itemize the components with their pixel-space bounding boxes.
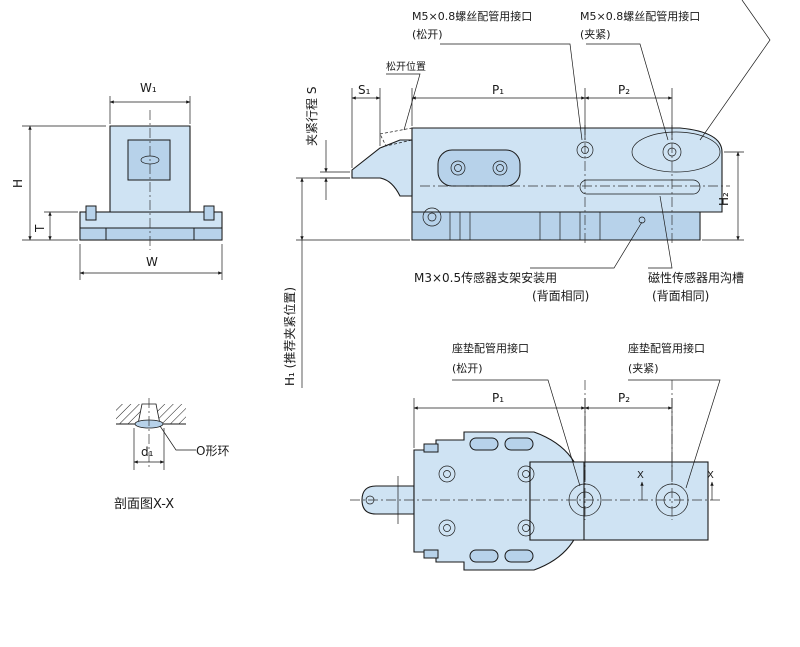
top-view <box>350 379 721 571</box>
clamp-jaw <box>351 139 413 197</box>
side-view <box>296 0 771 388</box>
side-base <box>411 211 701 241</box>
p1-label: P₁ <box>492 83 504 97</box>
magnetic-sensor-groove <box>579 179 701 195</box>
release-position-label: 松开位置 <box>386 60 426 73</box>
pad-clamp-leader <box>628 379 721 489</box>
x-mark-1: X <box>637 470 644 481</box>
top-pin-lower <box>423 549 439 559</box>
side-ribs <box>449 212 601 240</box>
h1-label: H₁ (推荐夹紧位置) <box>282 287 297 386</box>
port-open-leader <box>440 43 583 141</box>
s1-label: S₁ <box>358 83 371 97</box>
pad-open-sublabel: (松开) <box>452 361 483 375</box>
front-bolt-left <box>85 205 97 221</box>
port-clamp-label: M5×0.8螺丝配管用接口 <box>580 9 700 23</box>
cam-slot <box>437 149 521 187</box>
sensor-bracket-label: M3×0.5传感器支架安装用 <box>414 270 557 285</box>
magnetic-groove-label: 磁性传感器用沟槽 <box>648 270 744 285</box>
top-slot-2 <box>504 437 534 451</box>
section-title: 剖面图X-X <box>114 497 174 512</box>
port-clamp-highlight <box>631 131 721 173</box>
h2-label: H₂ <box>717 192 731 206</box>
o-ring-leader <box>159 425 196 451</box>
release-position-outline <box>379 127 413 147</box>
slot-hole-left <box>450 160 466 176</box>
top-slot-3 <box>469 549 499 563</box>
top-slot-1 <box>469 437 499 451</box>
sensor-bracket-sublabel: (背面相同) <box>532 289 589 303</box>
release-position-leader <box>386 73 421 131</box>
pad-clamp-label: 座垫配管用接口 <box>628 341 705 355</box>
magnetic-groove-sublabel: (背面相同) <box>652 289 709 303</box>
port-clamp-leader <box>586 43 669 141</box>
section-view <box>116 398 196 470</box>
t-label: T <box>33 224 47 233</box>
d1-label: d₁ <box>141 445 154 459</box>
port-open-label: M5×0.8螺丝配管用接口 <box>412 9 532 23</box>
top-slot-4 <box>504 549 534 563</box>
p2-label: P₂ <box>618 83 630 97</box>
sensor-bracket-leader <box>530 221 643 269</box>
pivot-pin <box>422 207 442 227</box>
top-p2-label: P₂ <box>618 391 630 405</box>
x-mark-2: X <box>707 470 714 481</box>
top-mount-holes <box>438 465 535 537</box>
front-slot <box>127 139 171 181</box>
port-clamp-sublabel: (夹紧) <box>580 28 611 41</box>
slot-hole-right <box>492 160 508 176</box>
stroke-label: 夹紧行程 S <box>304 87 319 146</box>
front-bolt-right <box>203 205 215 221</box>
top-p1-label: P₁ <box>492 391 504 405</box>
pad-open-label: 座垫配管用接口 <box>452 341 529 355</box>
sensor-bracket-screw <box>638 216 646 224</box>
w-label: W <box>146 255 158 269</box>
front-view <box>22 96 223 280</box>
pad-open-leader <box>452 379 581 487</box>
magnetic-groove-leader <box>648 195 673 269</box>
h-label: H <box>11 179 25 188</box>
o-ring-label: O形环 <box>196 444 229 458</box>
callout-leader <box>699 0 771 141</box>
top-pin-upper <box>423 443 439 453</box>
port-open-sublabel: (松开) <box>412 27 443 41</box>
w1-label: W₁ <box>140 81 157 95</box>
pad-clamp-sublabel: (夹紧) <box>628 362 659 375</box>
